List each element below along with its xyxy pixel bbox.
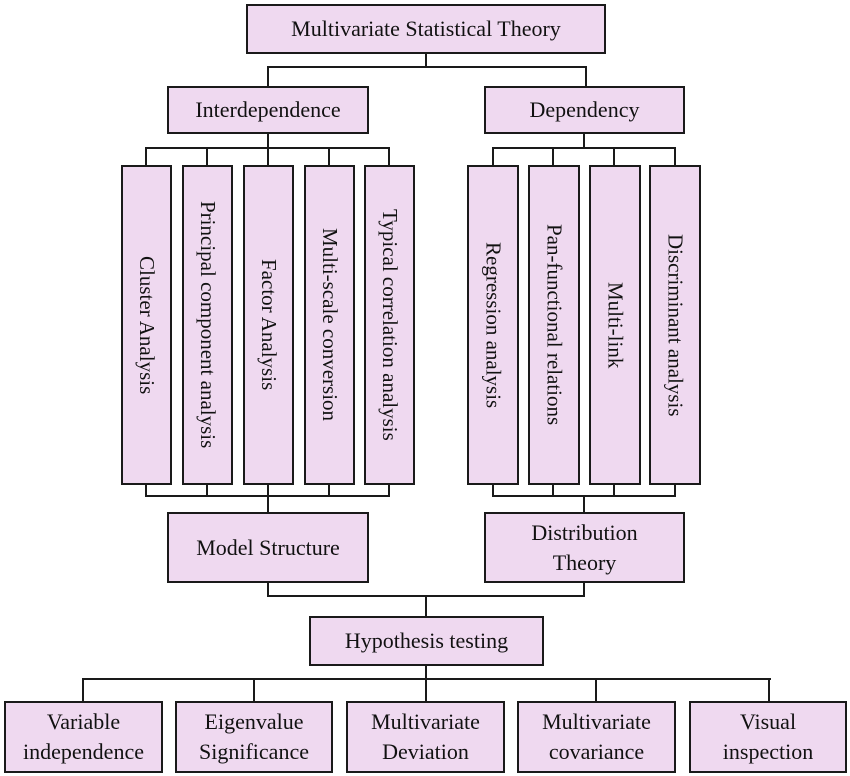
connector xyxy=(145,483,147,496)
connector xyxy=(328,483,330,496)
test-label: Multivariate Deviation xyxy=(371,709,480,764)
test-node: Visual inspection xyxy=(689,701,847,773)
connector xyxy=(82,678,771,680)
connector xyxy=(492,147,494,166)
root-node: Multivariate Statistical Theory xyxy=(246,4,606,54)
branch-node-interdependence: Interdependence xyxy=(167,86,369,134)
connector xyxy=(206,147,208,166)
method-node: Typical correlation analysis xyxy=(364,165,415,485)
test-node: Multivariate covariance xyxy=(517,701,676,773)
test-node: Multivariate Deviation xyxy=(346,701,505,773)
connector xyxy=(388,147,390,166)
connector xyxy=(267,581,269,597)
method-label: Cluster Analysis xyxy=(135,255,159,395)
test-label: Variable independence xyxy=(23,709,144,764)
branch-node-dependency: Dependency xyxy=(484,86,685,134)
test-label: Eigenvalue Significance xyxy=(199,709,309,764)
connector xyxy=(492,483,494,496)
method-node: Pan-functional relations xyxy=(528,165,580,485)
outcome-label: Model Structure xyxy=(196,534,340,560)
connector xyxy=(425,52,427,68)
connector xyxy=(585,66,587,87)
method-node: Factor Analysis xyxy=(243,165,294,485)
method-node: Cluster Analysis xyxy=(121,165,172,485)
connector xyxy=(552,483,554,496)
connector xyxy=(267,147,269,166)
connector xyxy=(206,483,208,496)
method-label: Regression analysis xyxy=(481,241,506,409)
connector xyxy=(613,147,615,166)
connector xyxy=(552,147,554,166)
connector xyxy=(613,483,615,496)
test-label: Multivariate covariance xyxy=(542,709,651,764)
method-node: Regression analysis xyxy=(467,165,519,485)
hypothesis-testing-node: Hypothesis testing xyxy=(309,616,544,666)
connector xyxy=(425,595,427,617)
connector xyxy=(674,483,676,496)
connector xyxy=(425,664,427,702)
method-label: Typical correlation analysis xyxy=(378,209,402,441)
test-node: Eigenvalue Significance xyxy=(175,701,333,773)
method-label: Multi-scale conversion xyxy=(318,228,342,422)
connector xyxy=(145,147,147,166)
connector xyxy=(768,678,770,702)
connector xyxy=(267,66,269,87)
method-label: Factor Analysis xyxy=(257,259,281,391)
connector xyxy=(674,147,676,166)
connector xyxy=(267,66,587,68)
hypothesis-label: Hypothesis testing xyxy=(344,628,509,653)
outcome-label: Distribution Theory xyxy=(531,519,638,575)
method-label: Principal component analysis xyxy=(196,201,220,449)
method-node: Principal component analysis xyxy=(182,165,233,485)
connector xyxy=(583,132,585,149)
connector xyxy=(595,678,597,702)
connector xyxy=(253,678,255,702)
connector xyxy=(583,495,585,513)
test-label: Visual inspection xyxy=(722,709,814,764)
connector xyxy=(492,147,676,149)
outcome-node-model-structure: Model Structure xyxy=(167,512,369,583)
method-label: Multi-link xyxy=(603,281,628,369)
connector xyxy=(267,132,269,149)
branch-label: Dependency xyxy=(529,97,640,122)
method-label: Pan-functional relations xyxy=(542,224,567,426)
connector xyxy=(328,147,330,166)
method-node: Discriminant analysis xyxy=(649,165,701,485)
method-label: Discriminant analysis xyxy=(663,233,688,417)
method-node: Multi-scale conversion xyxy=(304,165,355,485)
connector xyxy=(388,483,390,496)
connector xyxy=(82,678,84,702)
branch-label: Interdependence xyxy=(195,97,341,122)
root-label: Multivariate Statistical Theory xyxy=(291,16,561,41)
test-node: Variable independence xyxy=(4,701,163,773)
connector xyxy=(267,483,269,513)
outcome-node-distribution-theory: Distribution Theory xyxy=(484,512,685,583)
method-node: Multi-link xyxy=(589,165,641,485)
connector xyxy=(583,581,585,597)
